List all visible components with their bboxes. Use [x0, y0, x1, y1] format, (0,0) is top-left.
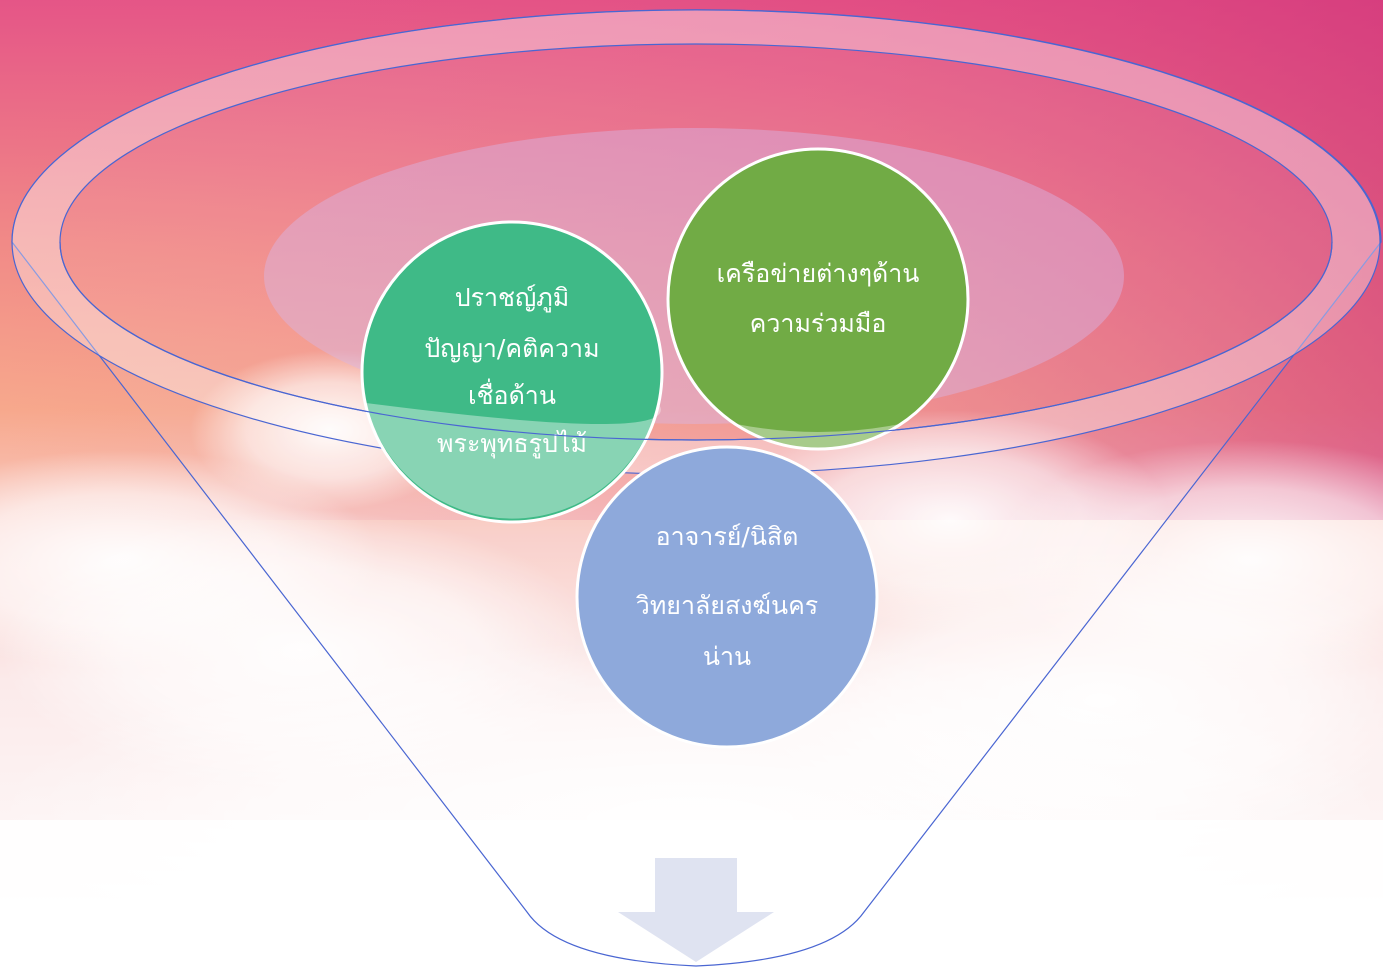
node-network: เครือข่ายต่างๆด้าน ความร่วมมือ [666, 147, 970, 451]
node-wisdom-line-1: ปราชญ์ภูมิ [455, 283, 570, 313]
node-wisdom: ปราชญ์ภูมิ ปัญญา/คติความ เชื่อด้าน พระพุ… [360, 220, 664, 524]
funnel-rim-front-edge [59, 241, 1333, 441]
node-wisdom-line-3: เชื่อด้าน [468, 378, 556, 410]
node-wisdom-line-4: พระพุทธรูปไม้ [437, 429, 587, 459]
node-wisdom-circle [360, 220, 664, 524]
node-college-line-3: น่าน [703, 642, 751, 671]
node-college-circle [575, 445, 879, 749]
node-wisdom-line-2: ปัญญา/คติความ [424, 334, 599, 363]
node-college-line-2: วิทยาลัยสงฆ์นคร [636, 591, 818, 620]
node-college: อาจารย์/นิสิต วิทยาลัยสงฆ์นคร น่าน [575, 445, 879, 749]
node-network-line-2: ความร่วมมือ [750, 309, 887, 338]
node-wisdom-lower-fade [366, 403, 661, 519]
node-network-circle [666, 147, 970, 451]
node-network-line-1: เครือข่ายต่างๆด้าน [717, 259, 920, 288]
clouds [0, 350, 1383, 973]
node-college-line-1: อาจารย์/นิสิต [656, 522, 799, 551]
arrow-down-icon [618, 858, 774, 962]
